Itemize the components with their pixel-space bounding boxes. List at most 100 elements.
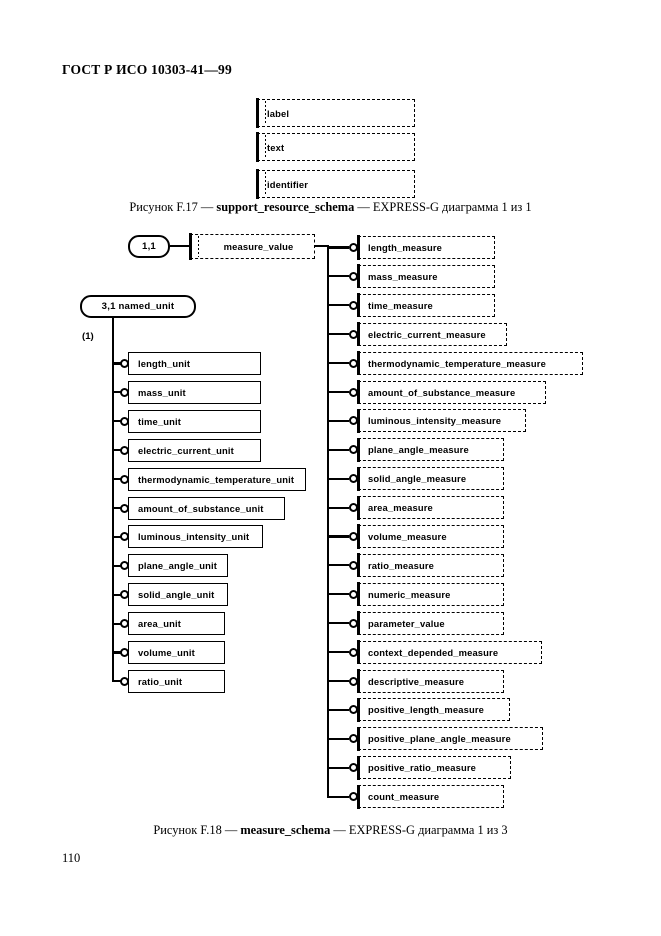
root-node-label: measure_value — [223, 241, 294, 252]
type-box-count_measure: count_measure — [357, 784, 504, 809]
branch-line-electric_current_measure — [327, 333, 349, 336]
entity-box-label: plane_angle_unit — [138, 560, 217, 572]
entity-box-mass_unit: mass_unit — [128, 380, 261, 404]
entity-box-label: luminous_intensity_unit — [138, 531, 250, 543]
branch-line-thermodynamic_temperature_unit — [112, 478, 122, 481]
type-box-descriptive_measure: descriptive_measure — [357, 668, 504, 694]
type-box-thermodynamic_temperature_measure: thermodynamic_temperature_measure — [357, 350, 583, 376]
connector-circle-area_measure — [349, 503, 358, 513]
branch-line-length_unit — [112, 362, 122, 365]
type-box-amount_of_substance_measure: amount_of_substance_measure — [357, 379, 546, 405]
type-box-label: volume_measure — [368, 531, 447, 542]
entity-box-solid_angle_unit: solid_angle_unit — [128, 583, 228, 607]
entity-box-time_unit: time_unit — [128, 409, 261, 433]
entity-box-label: area_unit — [138, 618, 182, 630]
entity-box-label: amount_of_substance_unit — [138, 502, 264, 514]
type-box-label: numeric_measure — [368, 588, 451, 600]
type-box-label: plane_angle_measure — [368, 444, 469, 456]
document-header: ГОСТ Р ИСО 10303-41—99 — [62, 62, 232, 77]
connector-circle-time_measure — [349, 300, 358, 310]
type-box-time_measure: time_measure — [357, 293, 495, 318]
branch-line-ratio_measure — [327, 564, 349, 567]
branch-line-time_unit — [112, 420, 122, 423]
type-box-parameter_value: parameter_value — [357, 611, 504, 636]
branch-line-context_depended_measure — [327, 651, 349, 654]
type-box-text: text — [256, 132, 415, 162]
trunk-measure-value-horizontal — [315, 245, 329, 248]
type-box-solid_angle_measure: solid_angle_measure — [357, 466, 504, 491]
type-box-label: mass_measure — [368, 270, 438, 282]
caption-suffix: — EXPRESS-G диаграмма 1 из 1 — [354, 200, 532, 214]
type-box-plane_angle_measure: plane_angle_measure — [357, 437, 504, 462]
type-box-label: count_measure — [368, 791, 440, 803]
entity-box-luminous_intensity_unit: luminous_intensity_unit — [128, 525, 263, 549]
type-box-label: length_measure — [368, 242, 443, 253]
type-box-electric_current_measure: electric_current_measure — [357, 322, 507, 347]
branch-line-mass_measure — [327, 275, 349, 278]
entity-box-label: solid_angle_unit — [138, 589, 215, 601]
type-box-positive_length_measure: positive_length_measure — [357, 697, 510, 722]
entity-box-plane_angle_unit: plane_angle_unit — [128, 554, 228, 578]
trunk-measure-vertical — [327, 245, 330, 797]
branch-line-mass_unit — [112, 391, 122, 394]
entity-box-ratio_unit: ratio_unit — [128, 669, 225, 693]
connector-circle-mass_measure — [349, 271, 358, 281]
type-box-label: label — [267, 107, 290, 119]
branch-line-descriptive_measure — [327, 679, 349, 683]
connector-circle-positive_plane_angle_measure — [349, 734, 358, 744]
entity-box-volume_unit: volume_unit — [128, 641, 225, 664]
branch-line-luminous_intensity_unit — [112, 535, 122, 538]
connector-circle-electric_current_measure — [349, 329, 358, 339]
branch-line-plane_angle_unit — [112, 564, 122, 567]
entity-box-label: time_unit — [138, 415, 182, 427]
branch-line-solid_angle_unit — [112, 593, 122, 596]
connector-circle-parameter_value — [349, 618, 358, 628]
trunk-named-unit-vertical — [112, 318, 115, 682]
entity-box-amount_of_substance_unit: amount_of_substance_unit — [128, 496, 285, 520]
entity-box-thermodynamic_temperature_unit: thermodynamic_temperature_unit — [128, 467, 306, 491]
caption-schema-name: measure_schema — [240, 823, 331, 837]
connector-circle-context_depended_measure — [349, 647, 358, 657]
root-node-measure-value: measure_value — [189, 233, 315, 260]
caption-schema-name: support_resource_schema — [216, 200, 355, 214]
type-box-label: positive_length_measure — [368, 704, 484, 716]
entity-box-label: ratio_unit — [138, 675, 183, 687]
page-ref-named-unit: 3,1 named_unit — [80, 295, 196, 318]
entity-box-label: mass_unit — [138, 386, 186, 398]
type-box-label: context_depended_measure — [368, 646, 499, 658]
connector-circle-positive_length_measure — [349, 705, 358, 715]
type-box-context_depended_measure: context_depended_measure — [357, 639, 542, 665]
connector-circle-descriptive_measure — [349, 676, 358, 686]
branch-count-label: (1) — [82, 331, 94, 342]
branch-line-time_measure — [327, 304, 349, 307]
type-box-label: text — [267, 141, 285, 153]
connector-circle-solid_angle_measure — [349, 474, 358, 484]
branch-line-positive_length_measure — [327, 708, 349, 711]
type-box-volume_measure: volume_measure — [357, 524, 504, 549]
connector-circle-ratio_measure — [349, 560, 358, 570]
type-box-label: descriptive_measure — [368, 675, 465, 687]
connector-circle-amount_of_substance_measure — [349, 387, 358, 397]
entity-box-label: length_unit — [138, 358, 191, 369]
type-box-label: identifier — [267, 178, 309, 190]
branch-line-ratio_unit — [112, 680, 122, 683]
figure-f17-caption: Рисунок F.17 — support_resource_schema —… — [0, 200, 661, 215]
figure-f18-caption: Рисунок F.18 — measure_schema — EXPRESS-… — [0, 823, 661, 838]
branch-line-solid_angle_measure — [327, 477, 349, 480]
branch-line-parameter_value — [327, 622, 349, 625]
type-box-label: positive_ratio_measure — [368, 762, 477, 774]
branch-line-area_measure — [327, 506, 349, 509]
type-box-positive_ratio_measure: positive_ratio_measure — [357, 755, 511, 780]
type-box-label: label — [256, 98, 415, 128]
type-box-label: parameter_value — [368, 617, 445, 629]
branch-line-electric_current_unit — [112, 449, 122, 452]
caption-prefix: Рисунок F.18 — — [153, 823, 241, 837]
branch-line-positive_plane_angle_measure — [327, 737, 349, 740]
type-box-luminous_intensity_measure: luminous_intensity_measure — [357, 408, 526, 433]
type-box-numeric_measure: numeric_measure — [357, 582, 504, 607]
type-box-positive_plane_angle_measure: positive_plane_angle_measure — [357, 726, 543, 751]
page-number: 110 — [62, 851, 81, 865]
branch-line-thermodynamic_temperature_measure — [327, 362, 349, 365]
